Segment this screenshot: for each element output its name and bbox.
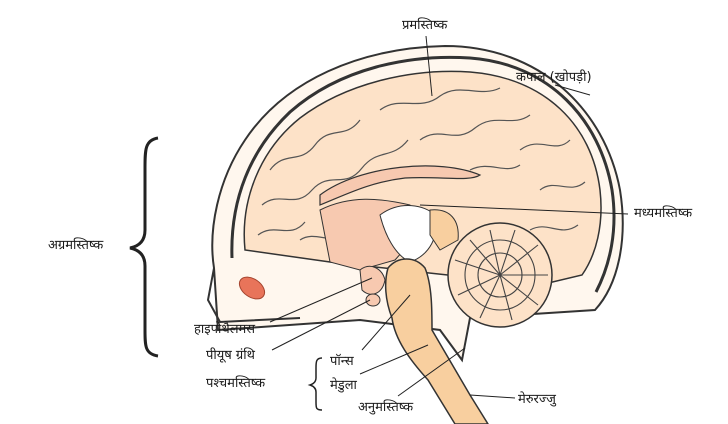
face-outline [206,267,301,324]
eye-orbit [238,276,266,300]
label-medulla: मेडुला [330,378,357,393]
corpus-callosum [319,165,482,206]
pituitary-shape [365,293,381,307]
leader-lines [269,35,629,399]
brainstem-shape [384,258,489,424]
midbrain-shape [429,209,459,251]
hypothalamus-shape [359,265,386,295]
label-pituitary: पीयूष ग्रंथि [206,348,255,363]
cerebellum-shape [447,222,553,328]
label-midbrain: मध्यमस्तिष्क [634,206,693,221]
gyri-lines [257,87,586,241]
skull-line [230,55,616,293]
label-cerebrum: प्रमस्तिष्क [402,18,448,33]
label-hindbrain: पश्चमस्तिष्क [206,376,266,391]
forebrain-brace [129,136,159,358]
label-hypothalamus: हाइपोथैलमस [194,322,256,337]
label-cerebellum: अनुमस्तिष्क [358,400,414,415]
hindbrain-brace [307,357,323,411]
label-skull: कपाल (खोपड़ी) [516,70,592,85]
label-spinal-cord: मेरुरज्जु [518,392,556,407]
label-forebrain: अग्रमस्तिष्क [48,238,104,253]
label-pons: पॉन्स [330,354,354,369]
